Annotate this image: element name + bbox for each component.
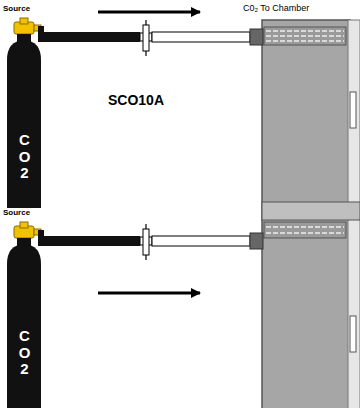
chamber-divider: [262, 202, 360, 220]
vent-line: [266, 226, 344, 228]
vent: [264, 222, 346, 238]
door-handle: [350, 316, 356, 352]
chamber-label: C0₂ To Chamber: [243, 3, 309, 13]
vent: [264, 27, 346, 45]
vent-line: [266, 35, 344, 37]
gas-cylinder: Source C O 2: [2, 4, 46, 208]
cylinder-text: C O 2: [17, 132, 32, 182]
source-label: Source: [3, 208, 30, 217]
gas-line: [14, 18, 263, 56]
vent-line: [266, 232, 344, 234]
vent-line: [266, 40, 344, 42]
cylinder-text: C O 2: [17, 328, 32, 378]
flow-arrow: [98, 11, 200, 14]
flow-arrow: [98, 292, 200, 295]
gas-cylinder: Source C O 2: [2, 208, 46, 408]
vent-line: [266, 30, 344, 32]
gas-line: [14, 222, 263, 260]
door-handle: [350, 92, 356, 128]
cylinder-outline: [2, 208, 46, 408]
part-label: SCO10A: [108, 92, 164, 108]
source-label: Source: [3, 4, 30, 13]
